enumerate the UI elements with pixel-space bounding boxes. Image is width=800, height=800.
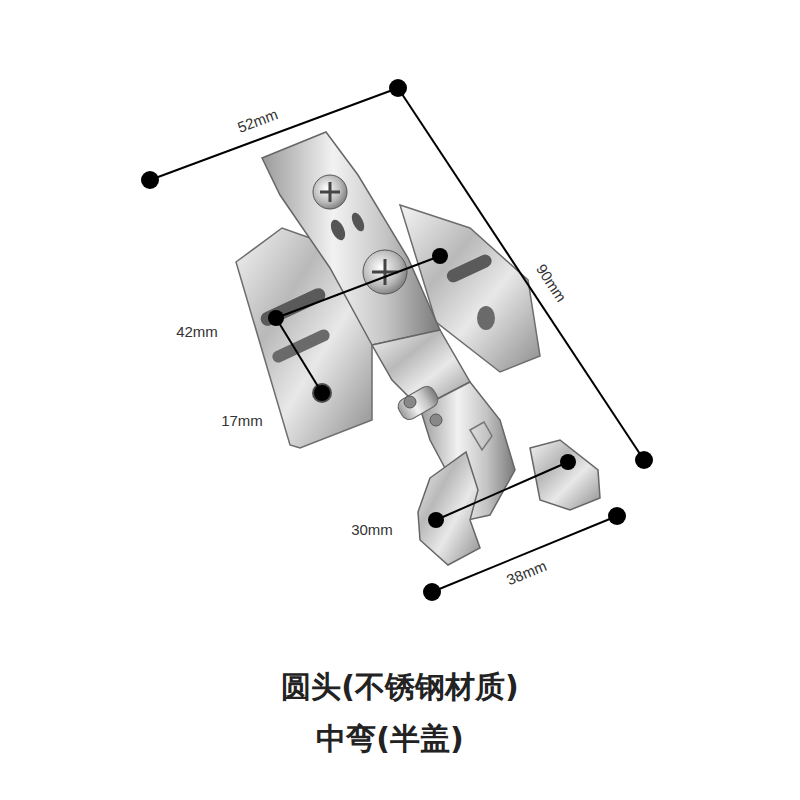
dimension-dots xyxy=(141,79,653,601)
hinge-arm xyxy=(262,132,515,520)
dimension-line xyxy=(432,516,617,592)
dimension-label: 30mm xyxy=(351,522,393,539)
cup-hole xyxy=(561,455,575,469)
dimension-dot xyxy=(141,171,159,189)
dimension-line xyxy=(276,318,322,393)
dimension-line xyxy=(150,88,398,180)
plate-slot xyxy=(258,286,327,328)
dimension-dot xyxy=(635,451,653,469)
dimension-line xyxy=(276,256,440,318)
dimension-label: 90mm xyxy=(533,261,570,305)
plate-hole xyxy=(312,383,332,403)
caption-text: 圆头(不锈钢材质) xyxy=(281,670,518,703)
dimension-dot xyxy=(314,385,330,401)
arm-slot xyxy=(328,217,348,242)
plate-slot xyxy=(445,252,494,284)
dimension-label: 42mm xyxy=(176,324,218,341)
hinge-cup-base xyxy=(418,440,600,565)
dimension-dot xyxy=(389,79,407,97)
dimension-label: 52mm xyxy=(236,106,281,136)
arm-slot xyxy=(349,211,367,233)
dimension-dot xyxy=(432,248,448,264)
cup-hole xyxy=(429,513,443,527)
caption-text: 中弯(半盖) xyxy=(316,722,463,755)
hinge-pin xyxy=(430,414,442,426)
dimension-label: 17mm xyxy=(221,413,263,430)
logo-mark xyxy=(470,422,492,450)
cup-tab-left xyxy=(418,452,480,565)
dimension-dot xyxy=(608,507,626,525)
dimension-label: 38mm xyxy=(505,557,550,588)
hinge-pin xyxy=(404,396,416,408)
dimension-line xyxy=(436,462,568,520)
adjust-screw xyxy=(313,175,347,209)
plate-hole xyxy=(477,306,495,330)
screw-head xyxy=(313,175,347,209)
dimension-line xyxy=(398,88,644,460)
dimension-dot xyxy=(428,512,444,528)
dimension-dot xyxy=(423,583,441,601)
dimension-dot xyxy=(560,454,576,470)
screw-cross xyxy=(320,182,340,202)
dimension-lines xyxy=(150,88,644,592)
dimension-dot xyxy=(268,310,284,326)
arm-upper xyxy=(262,132,440,345)
